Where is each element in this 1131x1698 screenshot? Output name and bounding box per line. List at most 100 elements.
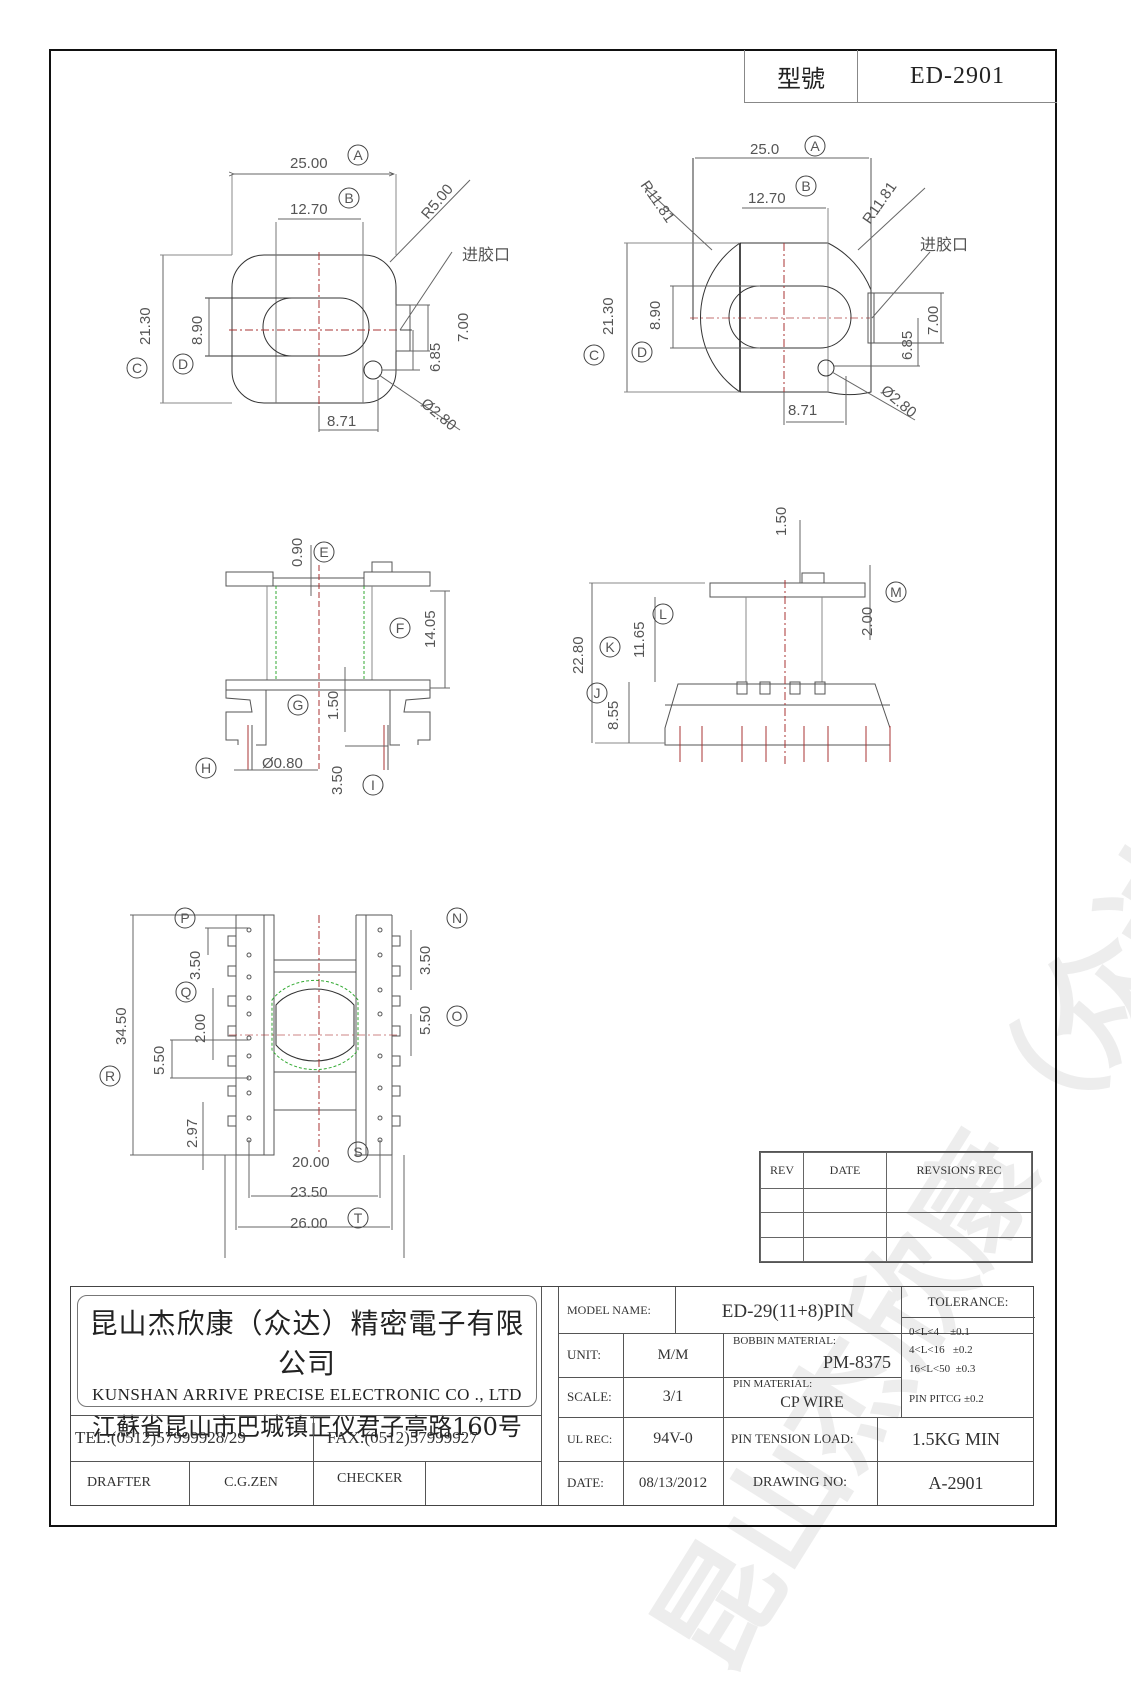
rev-header-rec: REVSIONS REC bbox=[886, 1152, 1032, 1189]
pin-material-value: CP WIRE bbox=[780, 1394, 844, 1411]
pin-tension-value: 1.5KG MIN bbox=[912, 1428, 1000, 1449]
rev-row bbox=[760, 1236, 1032, 1263]
rev-header-date: DATE bbox=[803, 1152, 887, 1189]
pin-material-label: PIN MATERIAL: bbox=[733, 1378, 813, 1390]
dim-mid: 23.50 bbox=[290, 1184, 328, 1201]
revision-table: REV DATE REVSIONS REC bbox=[759, 1151, 1033, 1263]
company-name-cn: 昆山杰欣康（众达）精密電子有限公司 bbox=[89, 1307, 525, 1380]
callout-D-r: D bbox=[637, 344, 647, 360]
dim-P: 3.50 bbox=[187, 951, 204, 980]
callout-O: O bbox=[452, 1008, 463, 1024]
tel: TEL:(0512)57999928/29 bbox=[75, 1428, 246, 1447]
dim-gate-h1: 7.00 bbox=[455, 313, 472, 342]
dim-D: 8.90 bbox=[189, 316, 206, 345]
view-top-left bbox=[160, 174, 471, 432]
pin-pitch: PIN PITCG ±0.2 bbox=[909, 1393, 984, 1405]
dim-B: 12.70 bbox=[290, 201, 328, 218]
scale-value: 3/1 bbox=[662, 1388, 684, 1405]
callout-L: L bbox=[659, 606, 667, 622]
dim-N: 3.50 bbox=[417, 946, 434, 975]
callout-A: A bbox=[353, 147, 363, 163]
callout-M: M bbox=[890, 584, 902, 600]
callout-C-r: C bbox=[589, 347, 599, 363]
dim-J: 22.80 bbox=[570, 636, 587, 674]
dim-C: 21.30 bbox=[137, 307, 154, 345]
unit-label: UNIT: bbox=[567, 1347, 602, 1362]
dim-M: 2.00 bbox=[859, 607, 876, 636]
callout-S: S bbox=[353, 1144, 362, 1160]
dim-hole: Ø2.80 bbox=[417, 395, 459, 434]
callout-D: D bbox=[178, 356, 188, 372]
company-name-en: KUNSHAN ARRIVE PRECISE ELECTRONIC CO ., … bbox=[92, 1385, 522, 1404]
rev-row bbox=[760, 1187, 1032, 1214]
dim-R: 34.50 bbox=[113, 1007, 130, 1045]
tolerance-row: 16<L<50 ±0.3 bbox=[909, 1363, 976, 1375]
callout-J: J bbox=[594, 685, 601, 701]
dim-C-r: 21.30 bbox=[600, 297, 617, 335]
dim-B-r: 12.70 bbox=[748, 190, 786, 207]
tolerance-row: 4<L<16 ±0.2 bbox=[909, 1344, 973, 1356]
dim-O: 5.50 bbox=[417, 1006, 434, 1035]
callout-I: I bbox=[371, 777, 375, 793]
dim-R2: 2.97 bbox=[184, 1119, 201, 1148]
callout-B: B bbox=[344, 190, 353, 206]
callout-N: N bbox=[452, 910, 462, 926]
ul-rec-label: UL REC: bbox=[567, 1431, 613, 1446]
callout-E: E bbox=[319, 544, 328, 560]
dim-T: 26.00 bbox=[290, 1215, 328, 1232]
dim-E: 0.90 bbox=[289, 538, 306, 567]
dim-D-r: 8.90 bbox=[647, 301, 664, 330]
date-value: 08/13/2012 bbox=[638, 1474, 708, 1491]
fax: FAX:(0512)57999927 bbox=[327, 1428, 478, 1447]
drawing-no-label: DRAWING NO: bbox=[752, 1475, 848, 1490]
callout-K: K bbox=[605, 639, 615, 655]
unit-value: M/M bbox=[657, 1346, 689, 1363]
tolerance-label: TOLERANCE: bbox=[927, 1294, 1009, 1309]
tolerance-row: 0<L<4 ±0.1 bbox=[909, 1326, 970, 1338]
company-address: 江蘇省昆山市巴城镇正仪君子亭路160号 bbox=[92, 1413, 522, 1441]
callout-P: P bbox=[180, 910, 189, 926]
dim-K: 8.55 bbox=[605, 701, 622, 730]
callout-B-r: B bbox=[801, 178, 810, 194]
bobbin-material-label: BOBBIN MATERIAL: bbox=[733, 1335, 836, 1347]
dim-radius-right: R11.81 bbox=[859, 179, 900, 227]
callout-C: C bbox=[132, 360, 142, 376]
company-box: 昆山杰欣康（众达）精密電子有限公司 KUNSHAN ARRIVE PRECISE… bbox=[77, 1295, 537, 1441]
rev-row bbox=[760, 1212, 1032, 1238]
callout-T: T bbox=[354, 1210, 363, 1226]
model-header: 型號 ED-2901 bbox=[744, 50, 1057, 103]
dim-A-r: 25.0 bbox=[750, 141, 779, 158]
callout-Q: Q bbox=[181, 984, 192, 1000]
rev-header-rev: REV bbox=[760, 1152, 804, 1189]
dim-F: 14.05 bbox=[422, 610, 439, 648]
checker-value bbox=[425, 1461, 541, 1505]
view-side-left bbox=[225, 545, 450, 771]
drafter-label: DRAFTER bbox=[87, 1475, 151, 1490]
dim-I: 3.50 bbox=[329, 766, 346, 795]
drawing-frame bbox=[49, 49, 1057, 1527]
dim-radius-left: R11.81 bbox=[637, 178, 678, 226]
dim-G: 1.50 bbox=[325, 691, 342, 720]
model-name-label: MODEL NAME: bbox=[567, 1302, 651, 1317]
dim-gate-h2: 6.85 bbox=[427, 343, 444, 372]
checker-label: CHECKER bbox=[337, 1471, 403, 1486]
gate-label-r: 进胶口 bbox=[920, 236, 968, 254]
callout-H: H bbox=[201, 760, 211, 776]
view-side-right bbox=[589, 520, 891, 765]
drafter-value: C.G.ZEN bbox=[224, 1475, 278, 1490]
callout-G: G bbox=[293, 697, 304, 713]
callout-F: F bbox=[396, 620, 405, 636]
ul-rec-value: 94V-0 bbox=[653, 1430, 693, 1447]
dim-Q: 2.00 bbox=[192, 1014, 209, 1043]
dim-gate-h1-r: 7.00 bbox=[925, 306, 942, 335]
model-label: 型號 bbox=[745, 50, 858, 102]
model-name-value: ED-29(11+8)PIN bbox=[721, 1301, 855, 1322]
dim-S: 20.00 bbox=[292, 1154, 330, 1171]
callout-A-r: A bbox=[810, 138, 820, 154]
date-label: DATE: bbox=[567, 1475, 604, 1490]
gate-label: 进胶口 bbox=[462, 246, 510, 264]
view-bottom bbox=[130, 914, 412, 1258]
dim-A: 25.00 bbox=[290, 155, 328, 172]
view-top-right bbox=[624, 157, 944, 425]
dim-L: 11.65 bbox=[631, 622, 648, 658]
